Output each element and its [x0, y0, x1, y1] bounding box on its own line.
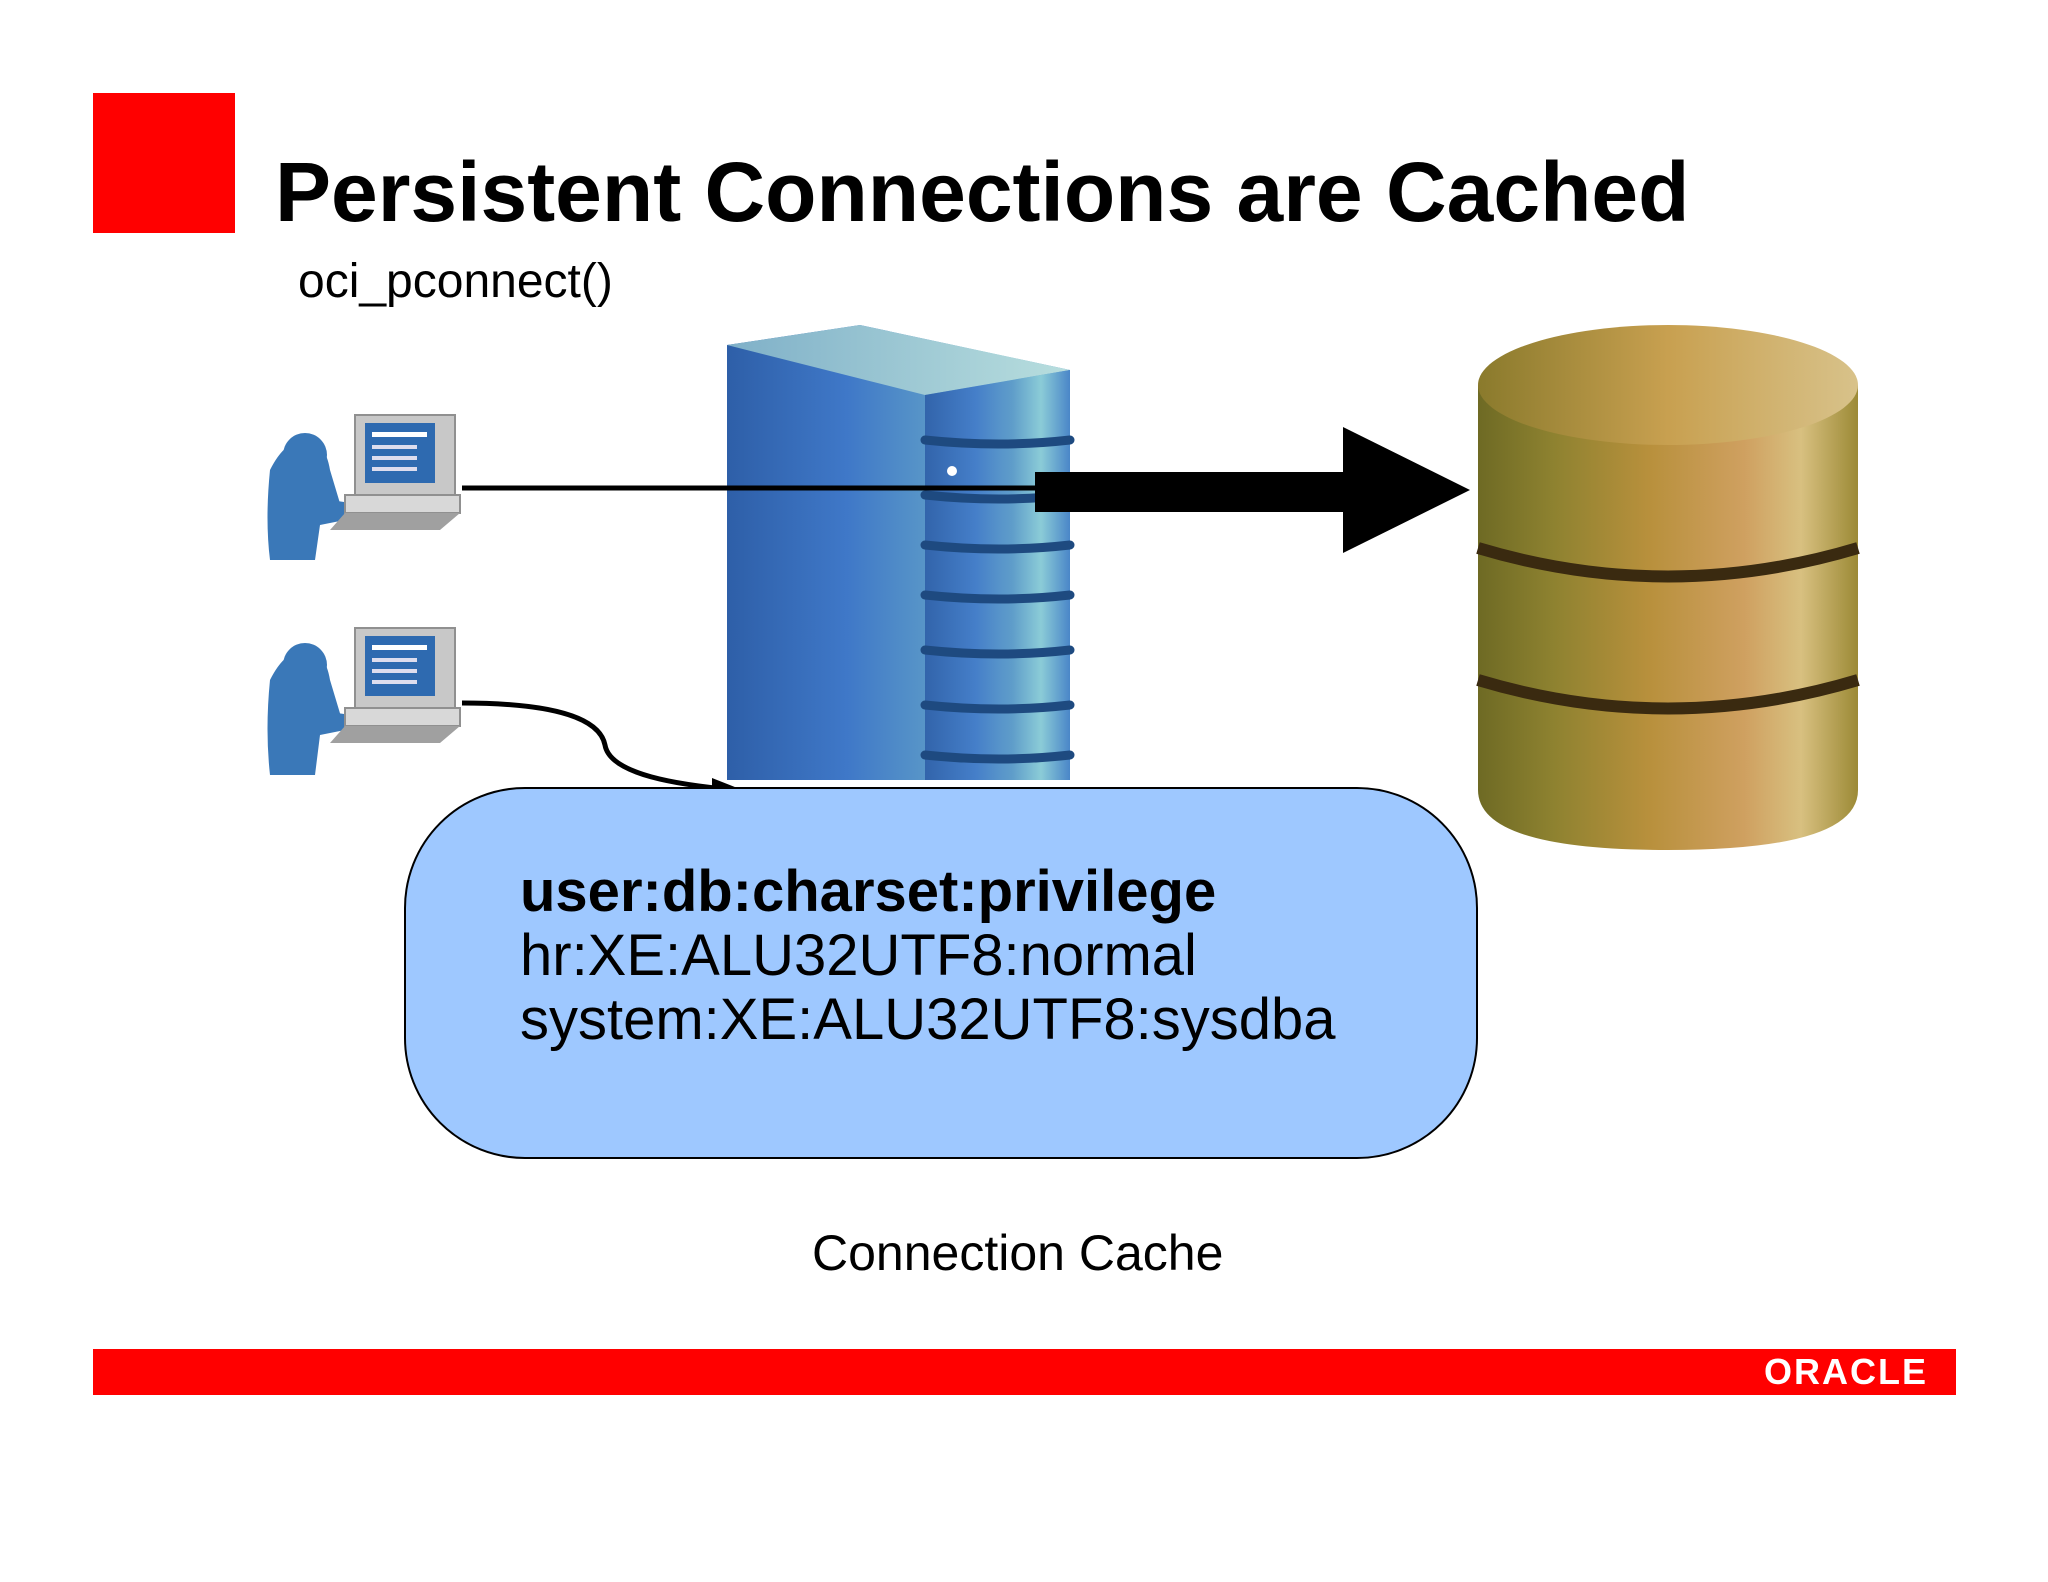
cache-entries: user:db:charset:privilege hr:XE:ALU32UTF…: [520, 860, 1336, 1052]
user-workstation-icon: [267, 414, 461, 560]
cache-lookup-arrow: [461, 700, 736, 793]
connection-cache-box: [404, 787, 1478, 1159]
database-icon: [1476, 325, 1860, 850]
title-accent-square: [93, 93, 235, 233]
cache-entry: hr:XE:ALU32UTF8:normal: [520, 923, 1197, 988]
cache-key-format: user:db:charset:privilege: [520, 859, 1217, 924]
cache-entry: system:XE:ALU32UTF8:sysdba: [520, 987, 1336, 1052]
app-server-icon: [727, 325, 1075, 780]
user-workstation-icon: [267, 627, 461, 775]
slide-subtitle: oci_pconnect(): [298, 255, 613, 308]
oracle-logo-text: ORACLE: [1764, 1351, 1928, 1392]
connection-cache-label: Connection Cache: [812, 1225, 1224, 1281]
footer-bar: [93, 1349, 1956, 1395]
oracle-logo: ORACLE: [1764, 1354, 1928, 1390]
slide-title: Persistent Connections are Cached: [275, 145, 1690, 239]
database-connection-arrow: [1035, 427, 1470, 553]
